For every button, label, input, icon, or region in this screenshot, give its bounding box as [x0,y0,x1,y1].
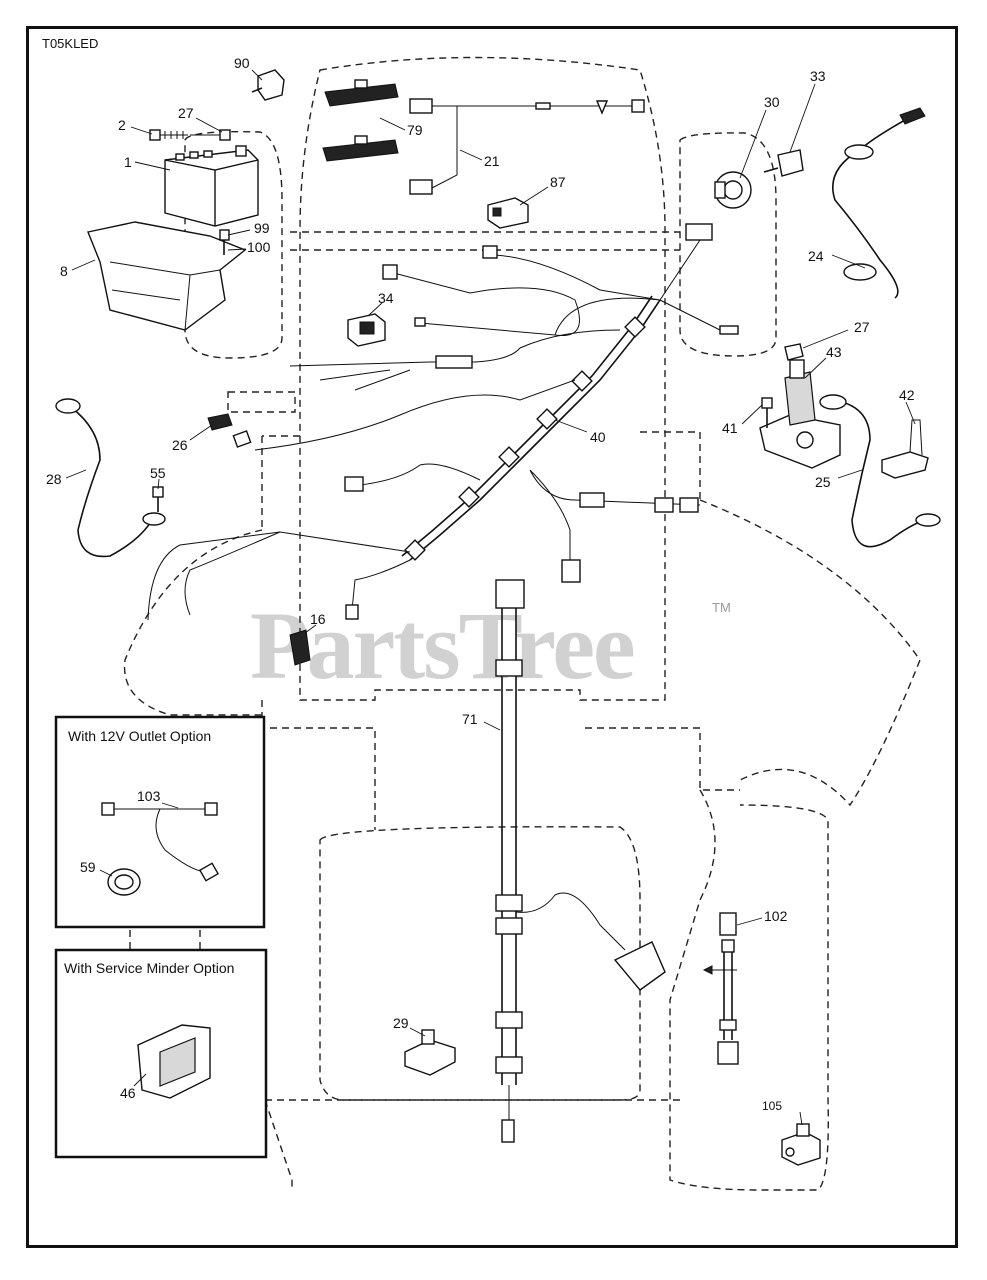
outlet-12v-option-box [54,715,266,929]
harness-102-part [702,912,739,1065]
callout-79: 79 [407,122,423,138]
tractor-outline [123,56,921,1191]
nut-27-solenoid-part [784,343,804,361]
diagram-frame [26,26,958,1248]
callout-29: 29 [393,1015,409,1031]
callout-102: 102 [764,908,788,924]
callout-90: 90 [234,55,250,71]
harness-103-part [101,802,220,882]
callout-46: 46 [120,1085,136,1101]
battery-tray-part [87,221,247,331]
callout-105: 105 [762,1099,782,1113]
callout-8: 8 [60,263,68,279]
cable-28-part [55,398,166,558]
headlight-79-part [322,79,399,162]
terminal-90-part [251,69,285,101]
callout-27-solenoid: 27 [854,319,870,335]
callout-55: 55 [150,465,166,481]
switch-16-part [289,629,311,666]
nut-27-battery-part [190,129,231,141]
callout-26: 26 [172,437,188,453]
callout-100: 100 [247,239,271,255]
diagram-code: T05KLED [42,36,98,51]
callout-40: 40 [590,429,606,445]
callout-28: 28 [46,471,62,487]
switch-105-part [781,1123,821,1166]
battery-part [164,145,259,227]
cable-25-part [819,394,941,548]
cable-24-part [831,107,926,299]
bolt-55-part [152,486,164,512]
callout-25: 25 [815,474,831,490]
ignition-switch-30-part [714,171,752,209]
fuse-26-part [207,413,252,448]
boot-42-part [881,419,929,479]
callout-34: 34 [378,290,394,306]
callout-103: 103 [137,788,161,804]
seat-switch-29-part [404,1029,456,1076]
callout-30: 30 [764,94,780,110]
harness-21-part [409,98,645,195]
callout-27-battery: 27 [178,105,194,121]
switch-34-part [347,313,386,347]
callout-33: 33 [810,68,826,84]
switch-87-part [487,197,529,229]
callout-1: 1 [124,154,132,170]
key-33-part [763,149,804,177]
harness-40-part [147,223,739,621]
callout-41: 41 [722,420,738,436]
outlet-59-part [107,868,141,896]
callout-24: 24 [808,248,824,264]
service-minder-option-title: With Service Minder Option [64,960,234,976]
watermark-trademark: TM [712,600,731,615]
outlet-12v-option-title: With 12V Outlet Option [68,728,211,744]
callout-2: 2 [118,117,126,133]
callout-21: 21 [484,153,500,169]
callout-71: 71 [462,711,478,727]
callout-99: 99 [254,220,270,236]
callout-59: 59 [80,859,96,875]
watermark: PartsTree [250,592,634,699]
callout-leaders [65,69,916,1126]
callout-43: 43 [826,344,842,360]
callout-labels: 90 2 27 1 99 100 8 79 21 87 30 33 24 34 … [46,55,915,1113]
callout-16: 16 [310,611,326,627]
solenoid-43-part [759,359,841,469]
callout-42: 42 [899,387,915,403]
callout-87: 87 [550,174,566,190]
bolt-2-part [149,129,188,141]
service-minder-46-part [137,1024,211,1099]
harness-71-part [495,579,666,1143]
bolt-41-part [761,397,773,428]
